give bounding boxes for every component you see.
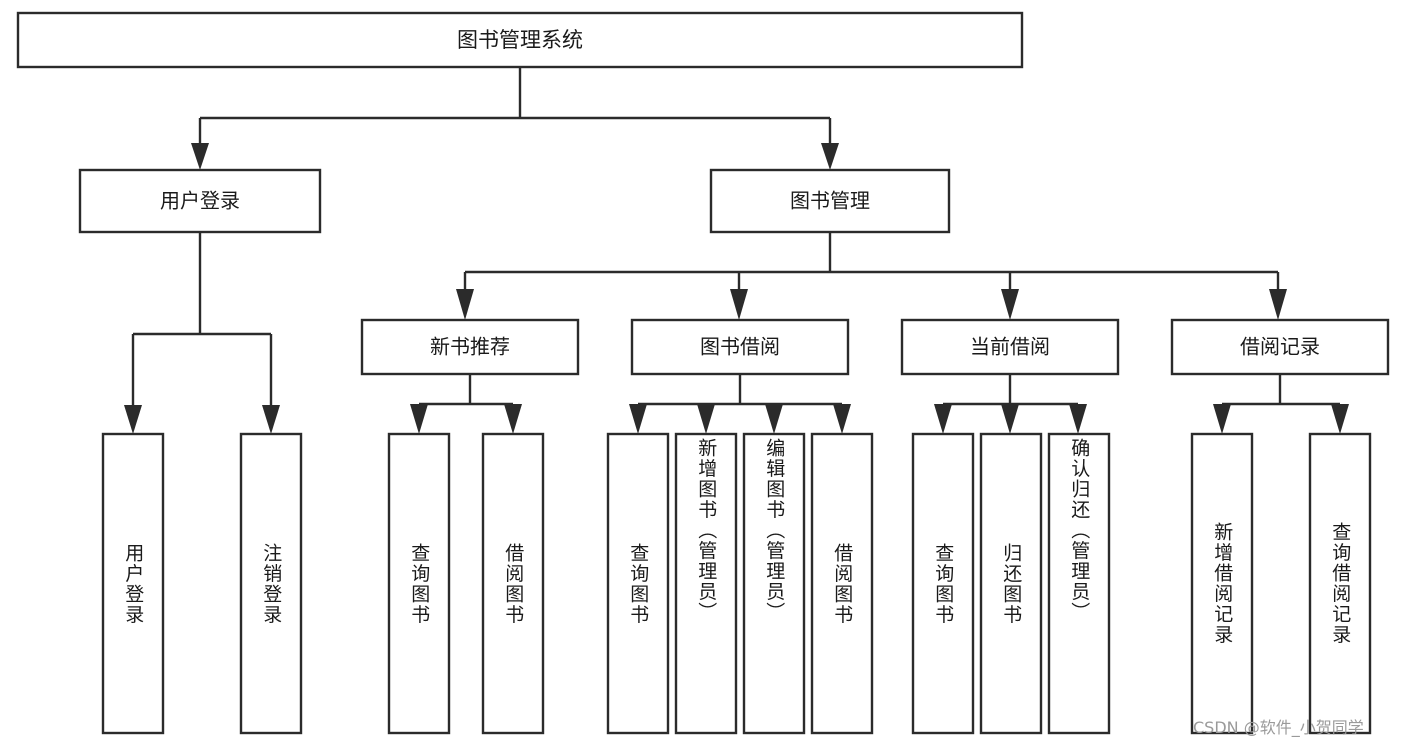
connector-group-new-book bbox=[410, 374, 522, 434]
connector-group-root bbox=[191, 67, 839, 170]
connector-group-current bbox=[934, 374, 1087, 434]
leaf-borrow-4[interactable] bbox=[810, 432, 874, 735]
leaf-current-3[interactable] bbox=[1047, 432, 1111, 735]
leaf-new-book-1[interactable] bbox=[387, 432, 451, 735]
arrow-borrow-leaf-3 bbox=[765, 404, 783, 434]
node-borrow-records-label: 借阅记录 bbox=[1240, 335, 1320, 359]
arrow-root-to-books bbox=[821, 143, 839, 170]
arrow-current-leaf-3 bbox=[1069, 404, 1087, 434]
arrow-user-leaf-1 bbox=[124, 405, 142, 434]
leaf-records-2[interactable] bbox=[1308, 432, 1372, 735]
arrow-current-leaf-1 bbox=[934, 404, 952, 434]
arrow-current-leaf-2 bbox=[1001, 404, 1019, 434]
arrow-books-to-current bbox=[1001, 289, 1019, 320]
connector-group-borrow bbox=[629, 374, 851, 434]
node-user-login[interactable] bbox=[78, 168, 322, 234]
arrow-user-leaf-2 bbox=[262, 405, 280, 434]
node-user-login-label: 用户登录 bbox=[160, 189, 240, 213]
leaf-current-2[interactable] bbox=[979, 432, 1043, 735]
arrow-newbook-leaf-1 bbox=[410, 404, 428, 434]
node-new-book-label: 新书推荐 bbox=[430, 335, 510, 359]
node-book-borrow[interactable] bbox=[630, 318, 850, 376]
connector-group-records bbox=[1213, 374, 1349, 434]
leaf-user-login-2[interactable] bbox=[239, 432, 303, 735]
arrow-borrow-leaf-2 bbox=[697, 404, 715, 434]
arrow-root-to-user bbox=[191, 143, 209, 170]
node-root-label: 图书管理系统 bbox=[457, 28, 583, 52]
leaf-current-1[interactable] bbox=[911, 432, 975, 735]
arrow-borrow-leaf-4 bbox=[833, 404, 851, 434]
arrow-borrow-leaf-1 bbox=[629, 404, 647, 434]
node-root[interactable] bbox=[16, 11, 1024, 69]
arrow-newbook-leaf-2 bbox=[504, 404, 522, 434]
leaf-borrow-2[interactable] bbox=[674, 432, 738, 735]
node-book-manage[interactable] bbox=[709, 168, 951, 234]
node-current-borrow-label: 当前借阅 bbox=[970, 335, 1050, 359]
connector-group-book-manage bbox=[456, 232, 1287, 320]
leaf-borrow-3[interactable] bbox=[742, 432, 806, 735]
arrow-books-to-borrow bbox=[730, 289, 748, 320]
node-current-borrow[interactable] bbox=[900, 318, 1120, 376]
leaf-records-1[interactable] bbox=[1190, 432, 1254, 735]
arrow-records-leaf-1 bbox=[1213, 404, 1231, 434]
leaf-user-login-1[interactable] bbox=[101, 432, 165, 735]
node-new-book[interactable] bbox=[360, 318, 580, 376]
arrow-records-leaf-2 bbox=[1331, 404, 1349, 434]
node-book-manage-label: 图书管理 bbox=[790, 189, 870, 213]
node-borrow-records[interactable] bbox=[1170, 318, 1390, 376]
node-book-borrow-label: 图书借阅 bbox=[700, 335, 780, 359]
leaf-borrow-1[interactable] bbox=[606, 432, 670, 735]
connector-group-user-login bbox=[124, 232, 280, 434]
leaf-new-book-2[interactable] bbox=[481, 432, 545, 735]
arrow-books-to-newbook bbox=[456, 289, 474, 320]
arrow-books-to-records bbox=[1269, 289, 1287, 320]
